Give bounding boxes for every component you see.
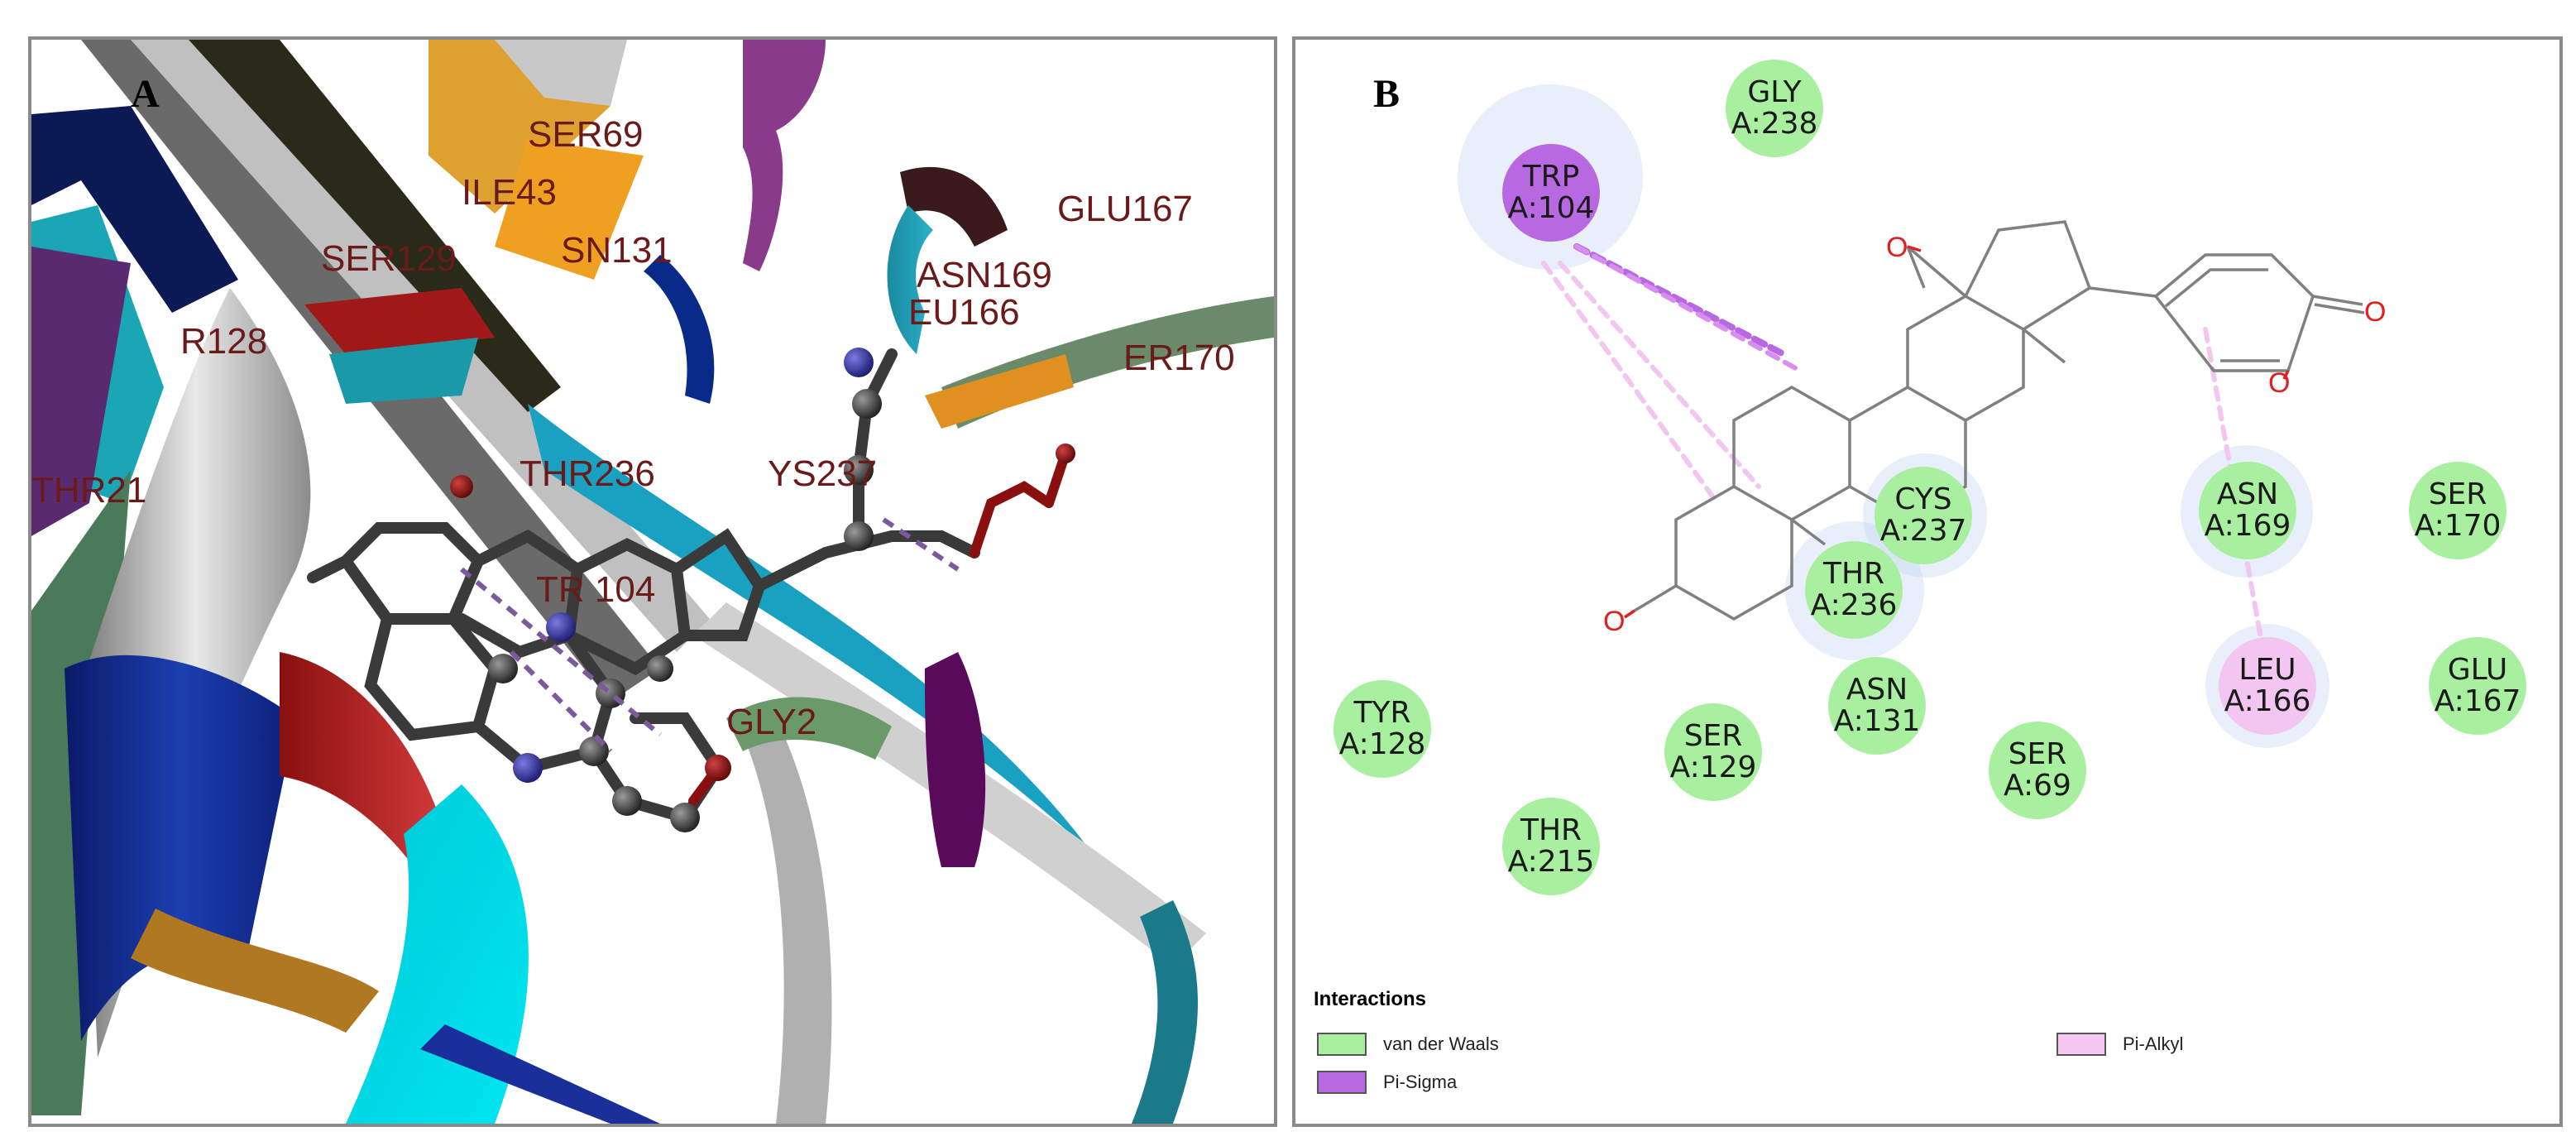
ribbon-strand xyxy=(1132,900,1198,1124)
residue-name: GLU xyxy=(2447,653,2508,687)
residue-id: A:69 xyxy=(2004,769,2071,803)
ribbon-loop xyxy=(644,255,715,404)
legend-swatch-vdw xyxy=(1317,1033,1367,1056)
legend-label: Pi-Alkyl xyxy=(2123,1033,2184,1054)
ribbon-strand xyxy=(131,909,379,1033)
residue-node-ser170[interactable]: SER A:170 xyxy=(2409,462,2507,559)
residue-node-glu167[interactable]: GLU A:167 xyxy=(2429,637,2526,735)
ribbon-strand xyxy=(31,106,238,313)
legend-title: Interactions xyxy=(1314,988,1427,1010)
residue-id: A:129 xyxy=(1669,750,1757,784)
residue-label-ys237: YS237 xyxy=(768,453,878,494)
ligand-structure-2d: O O O O xyxy=(1541,220,2386,655)
residue-id: A:104 xyxy=(1507,191,1595,225)
residue-node-asn169[interactable]: ASN A:169 xyxy=(2199,462,2296,559)
residue-label-gly2: GLY2 xyxy=(726,702,817,742)
protein-ribbon-render xyxy=(31,40,1274,1124)
residue-name: TYR xyxy=(1353,696,1411,730)
residue-name: ASN xyxy=(1846,673,1908,707)
residue-id: A:236 xyxy=(1810,588,1898,622)
residue-id: A:170 xyxy=(2414,509,2502,543)
residue-label-eu166: EU166 xyxy=(908,292,1020,333)
residue-label-sn131: SN131 xyxy=(561,230,673,271)
residue-id: A:128 xyxy=(1338,727,1426,761)
interaction-lines-2d xyxy=(1541,243,2266,655)
residue-label-glu167: GLU167 xyxy=(1057,189,1193,229)
residue-name: TRP xyxy=(1522,160,1580,194)
residue-name: SER xyxy=(1683,719,1743,753)
legend-label: Pi-Sigma xyxy=(1383,1072,1458,1092)
ligand-sticks xyxy=(307,348,980,825)
residue-node-thr215[interactable]: THR A:215 xyxy=(1502,798,1600,895)
residue-name: THR xyxy=(1520,813,1582,847)
residue-name: SER xyxy=(2428,477,2487,511)
residue-id: A:169 xyxy=(2204,509,2291,543)
oxygen-bonds xyxy=(1624,245,2290,619)
ribbon-strand xyxy=(925,354,1074,429)
residue-node-gly238[interactable]: GLY A:238 xyxy=(1726,60,1823,157)
residue-label-tr104: TR 104 xyxy=(536,569,656,610)
residue-id: A:166 xyxy=(2224,684,2311,718)
panel-b-letter: B xyxy=(1373,72,1401,116)
residue-label-r128: R128 xyxy=(180,321,268,362)
panel-a-letter: A xyxy=(131,72,160,116)
residue-label-thr21: THR21 xyxy=(31,470,147,511)
ribbon-loop xyxy=(743,40,826,271)
residue-label-ser69: SER69 xyxy=(528,114,644,155)
oxygen-label: O xyxy=(1886,232,1908,263)
ribbon-strand xyxy=(31,247,131,536)
ribbon-strand xyxy=(726,697,892,760)
legend-item-pialkyl: Pi-Alkyl xyxy=(2056,1033,2183,1056)
residue-node-ser129[interactable]: SER A:129 xyxy=(1664,703,1762,801)
residue-label-er170: ER170 xyxy=(1123,338,1235,378)
oxygen-label: O xyxy=(2268,367,2290,399)
residue-node-leu166[interactable]: LEU A:166 xyxy=(2219,637,2316,735)
ribbon-strand xyxy=(304,288,495,354)
residue-node-thr236[interactable]: THR A:236 xyxy=(1805,541,1903,639)
residue-id: A:167 xyxy=(2434,684,2521,718)
legend-swatch-pialkyl xyxy=(2056,1033,2106,1056)
residue-id: A:131 xyxy=(1833,704,1921,738)
legend-item-vdw: van der Waals xyxy=(1317,1033,1499,1056)
ligand-bonds xyxy=(1634,220,2365,621)
ribbon-strand xyxy=(528,404,1123,884)
legend-item-pisigma: Pi-Sigma xyxy=(1317,1071,1457,1094)
residue-label-ser129: SER129 xyxy=(321,238,457,279)
ribbon-strand xyxy=(925,652,986,867)
residue-name: THR xyxy=(1822,557,1885,591)
residue-node-tyr128[interactable]: TYR A:128 xyxy=(1333,680,1431,778)
legend-label: van der Waals xyxy=(1383,1033,1499,1054)
panel-b-2d-diagram: B xyxy=(1292,36,2563,1127)
residue-id: A:238 xyxy=(1731,107,1818,141)
residue-name: GLY xyxy=(1747,75,1802,109)
oxygen-label: O xyxy=(2364,296,2386,328)
residue-name: LEU xyxy=(2238,653,2296,687)
oxygen-label: O xyxy=(1603,606,1625,637)
ribbon-strand xyxy=(743,718,832,1124)
residue-id: A:215 xyxy=(1507,845,1595,879)
legend-swatch-pisigma xyxy=(1317,1071,1367,1094)
ribbon-loop xyxy=(900,166,1008,247)
helix-orange xyxy=(495,139,644,280)
residue-node-cys237[interactable]: CYS A:237 xyxy=(1875,467,1972,564)
residue-node-ser69[interactable]: SER A:69 xyxy=(1989,722,2086,819)
oxygen-atom-labels: O O O O xyxy=(1603,232,2386,637)
residue-id: A:237 xyxy=(1879,514,1967,548)
residue-label-ile43: ILE43 xyxy=(462,172,557,213)
residue-label-thr236: THR236 xyxy=(520,453,655,494)
interaction-lines-3d xyxy=(460,517,960,754)
helix-red xyxy=(280,652,445,875)
ribbon-loop xyxy=(887,205,933,354)
panel-a-3d-view: A SER69 ILE43 GLU167 SER129 SN131 ASN169… xyxy=(28,36,1277,1127)
residue-node-trp104[interactable]: TRP A:104 xyxy=(1502,144,1600,242)
residue-node-asn131[interactable]: ASN A:131 xyxy=(1828,657,1926,755)
residue-name: SER xyxy=(2008,737,2067,771)
helix-cyan xyxy=(346,784,529,1124)
ribbon-strand xyxy=(495,40,627,106)
ribbon-strand xyxy=(420,1024,660,1124)
residue-name: CYS xyxy=(1894,482,1952,516)
ribbon-strand xyxy=(329,338,478,404)
residue-name: ASN xyxy=(2216,477,2279,511)
residue-label-asn169: ASN169 xyxy=(917,255,1052,295)
